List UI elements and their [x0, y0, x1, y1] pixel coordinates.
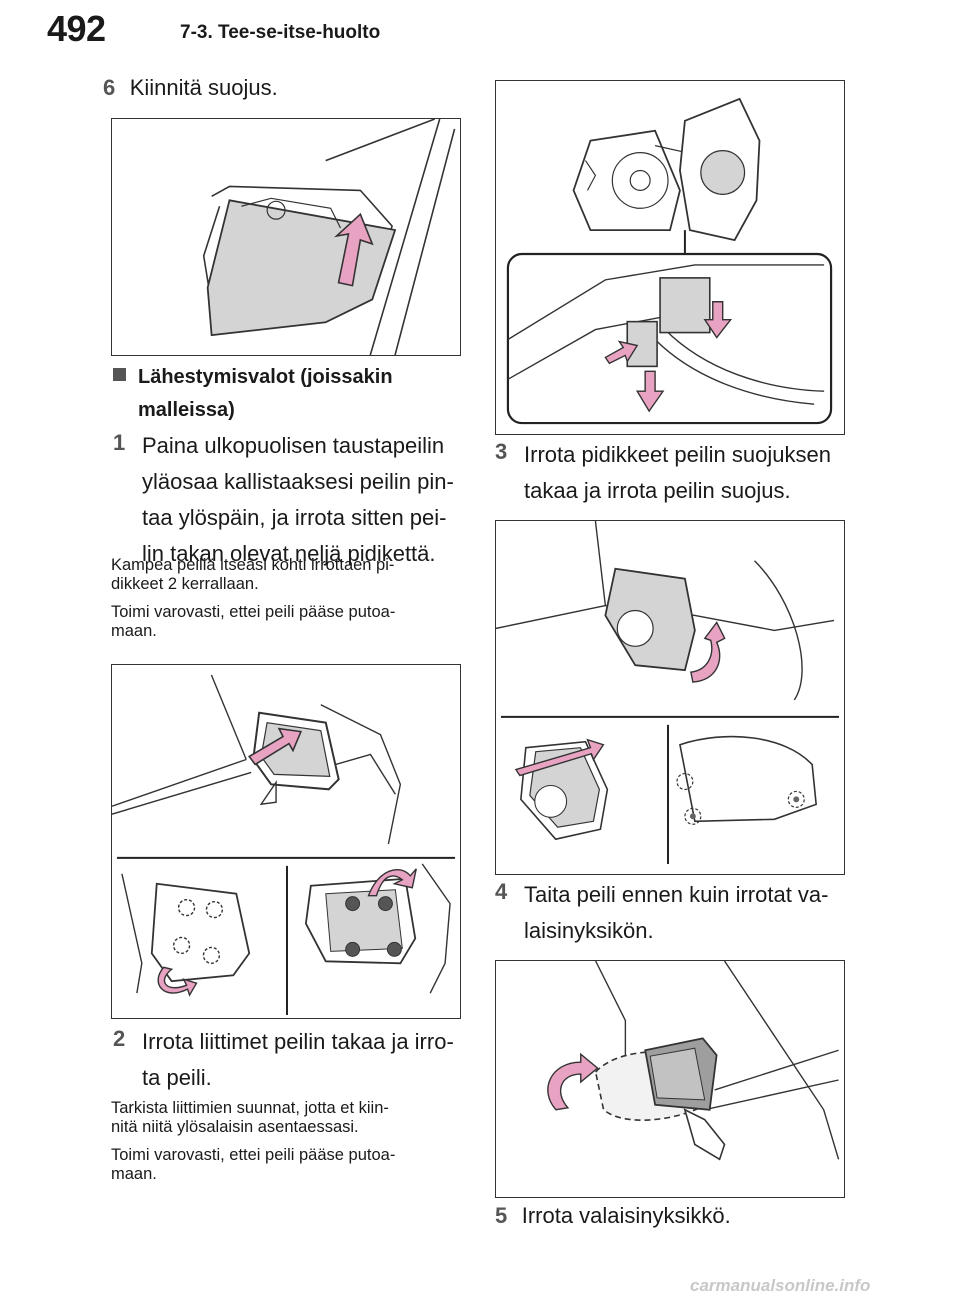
bullet-square-icon: [113, 368, 126, 381]
subheading: Lähestymisvalot (joissakin: [113, 360, 393, 394]
figure-remove-cover: [495, 520, 845, 875]
note-4: Toimi varovasti, ettei peili pääse putoa…: [111, 1146, 396, 1183]
figure-disconnect-connectors: [495, 80, 845, 435]
step-number: 4: [495, 879, 508, 904]
fold-mirror-illustration: [547, 961, 840, 1161]
note-3: Tarkista liittimien suunnat, jotta et ki…: [111, 1099, 389, 1136]
watermark: carmanualsonline.info: [690, 1276, 871, 1295]
step-text: Kiinnitä suojus.: [129, 75, 278, 100]
disconnect-connectors-illustration: [506, 97, 833, 425]
section-title: 7-3. Tee-se-itse-huolto: [180, 22, 381, 43]
step-number: 5: [495, 1203, 508, 1228]
step-number: 2: [113, 1026, 126, 1051]
step-number: 3: [495, 439, 508, 464]
page-number: 492: [47, 8, 106, 49]
note-2: Toimi varovasti, ettei peili pääse putoa…: [111, 603, 396, 640]
figure-tilt-mirror: [111, 664, 461, 1019]
note-1: Kampea peiliä itseäsi kohti irrottaen pi…: [111, 556, 395, 593]
step-text: Paina ulkopuolisen taustapeilin yläosaa …: [142, 433, 454, 566]
step-text: Taita peili ennen kuin irrotat va- laisi…: [524, 882, 829, 943]
attach-cover-illustration: [202, 119, 456, 355]
step-number: 6: [103, 75, 116, 100]
figure-attach-cover: [111, 118, 461, 356]
step-6: 6 Kiinnitä suojus.: [103, 70, 278, 106]
step-text: Irrota valaisinyksikkö.: [521, 1203, 731, 1228]
subheading-line2: malleissa): [138, 399, 235, 421]
figure-fold-mirror: [495, 960, 845, 1198]
remove-cover-illustration: [496, 521, 840, 865]
step-number: 1: [113, 430, 126, 455]
tilt-mirror-illustration: [112, 674, 456, 1016]
step-5: 5 Irrota valaisinyksikkö.: [495, 1198, 731, 1234]
step-text: Irrota pidikkeet peilin suojuksen takaa …: [524, 442, 831, 503]
step-text: Irrota liittimet peilin takaa ja irro- t…: [142, 1029, 454, 1090]
